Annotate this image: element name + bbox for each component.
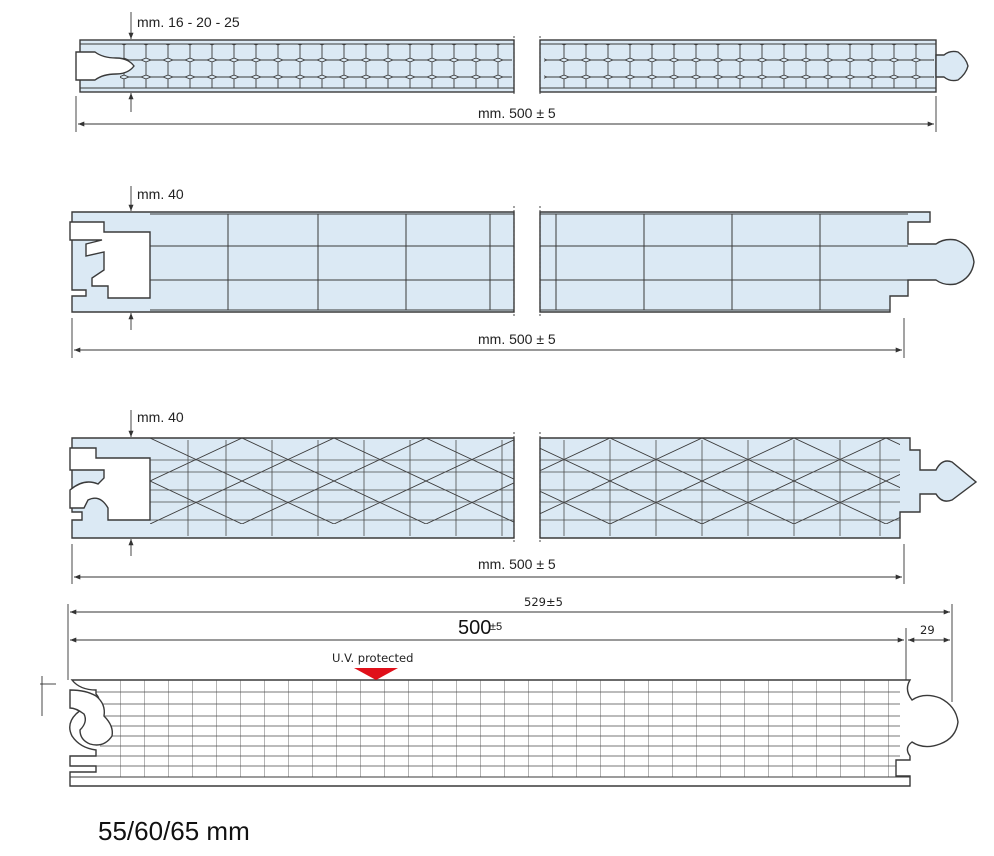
panel-2-thickness-label: mm. 40 [137, 186, 184, 202]
uv-protection-label: U.V. protected [332, 651, 413, 665]
main-width-tolerance: ±5 [490, 621, 502, 633]
panel-3-width-label: mm. 500 ± 5 [478, 556, 556, 572]
panel-1-honeycomb: mm. 16 - 20 - 25 mm. 500 ± 5 [75, 12, 969, 132]
overall-width-label: 529±5 [524, 595, 563, 609]
joint-width-label: 29 [920, 623, 935, 637]
panel-1-width-label: mm. 500 ± 5 [478, 105, 556, 121]
thickness-caption: 55/60/65 mm [98, 816, 250, 846]
panel-3-thickness-label: mm. 40 [137, 409, 184, 425]
panel-1-thickness-label: mm. 16 - 20 - 25 [137, 14, 240, 30]
panel-4-multiwall: 529±5 500 ±5 29 U.V. protected [40, 595, 959, 787]
panel-2-rectangular: mm. 40 mm. 500 ± 5 [69, 186, 975, 358]
main-width-label: 500 [458, 617, 491, 639]
panel-3-truss: mm. 40 mm. 500 ± 5 [69, 409, 978, 584]
uv-protection-marker [354, 668, 398, 680]
panel-2-width-label: mm. 500 ± 5 [478, 331, 556, 347]
